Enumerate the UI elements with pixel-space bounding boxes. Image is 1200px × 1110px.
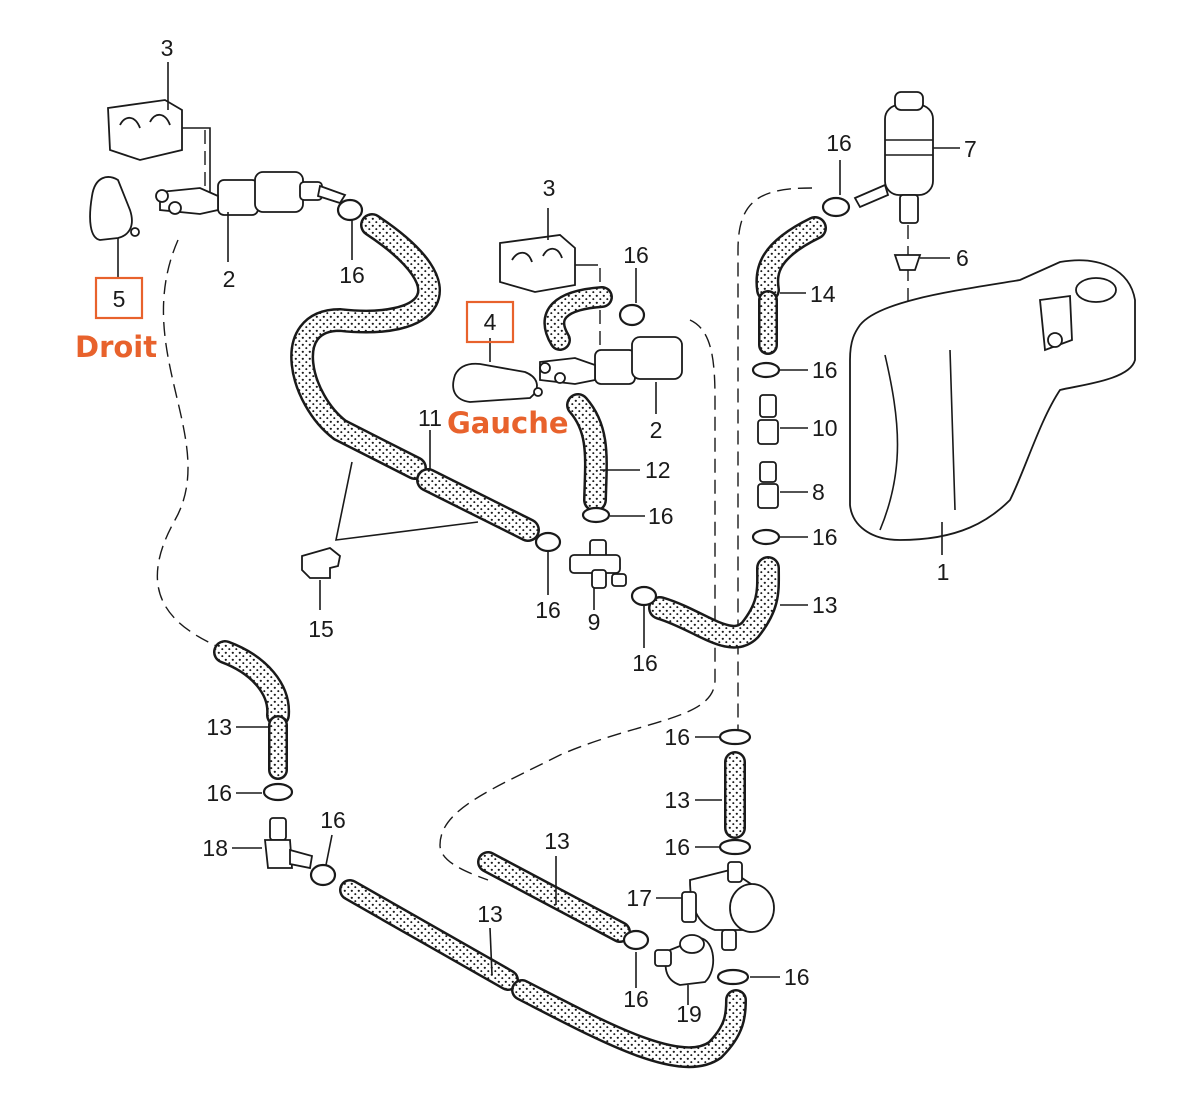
callout-16: 16 (535, 597, 561, 623)
nozzle-cap-5 (89, 176, 140, 241)
highlight-boxes (94, 276, 515, 344)
t-connector-9 (569, 539, 627, 589)
hose-clamp (718, 838, 752, 856)
hose-clamp (534, 531, 562, 553)
callout-6: 6 (956, 245, 969, 271)
washer-reservoir-1 (849, 259, 1136, 541)
hose-13-bottom-long (339, 879, 747, 1069)
label-droit: Droit (75, 330, 157, 364)
hose-clamp (718, 728, 752, 746)
callout-7: 7 (964, 136, 977, 162)
callout-1: 1 (937, 559, 950, 585)
hose-13-center-curve (648, 556, 781, 649)
callout-15: 15 (308, 616, 334, 642)
callout-13: 13 (664, 787, 690, 813)
callout-12: 12 (645, 457, 671, 483)
leader-lines (117, 62, 960, 1005)
callout-16: 16 (664, 834, 690, 860)
callout-13: 13 (477, 901, 503, 927)
hose-clamp (716, 968, 750, 986)
callout-16: 16 (812, 524, 838, 550)
callout-16: 16 (339, 262, 365, 288)
callout-16: 16 (826, 130, 852, 156)
callout-2: 2 (650, 417, 663, 443)
hose-clamp (622, 929, 650, 951)
callout-16: 16 (632, 650, 658, 676)
connector-10 (757, 394, 779, 445)
clip-15 (301, 547, 341, 579)
hose-12 (566, 393, 608, 512)
hose-clamp (309, 863, 337, 887)
callout-8: 8 (812, 479, 825, 505)
check-valve-17 (681, 861, 775, 951)
highlight-box-5 (94, 276, 144, 320)
hose-clamp (581, 506, 611, 524)
dashed-assembly-lines (156, 130, 909, 881)
hose-clamp (262, 782, 294, 802)
callout-16: 16 (664, 724, 690, 750)
callout-16: 16 (623, 242, 649, 268)
callout-14: 14 (810, 281, 836, 307)
hose-clamp (336, 198, 364, 222)
nozzle-cap-4 (452, 362, 543, 403)
callout-13: 13 (206, 714, 232, 740)
connector-8 (757, 461, 779, 509)
washer-pump-7 (853, 91, 934, 224)
hose-clamps (262, 196, 851, 986)
callout-17: 17 (626, 885, 652, 911)
callout-19: 19 (676, 1001, 702, 1027)
callout-9: 9 (588, 609, 601, 635)
callout-18: 18 (202, 835, 228, 861)
elbow-19 (654, 934, 714, 986)
hose-11-center (416, 468, 540, 542)
nozzle-assembly-2-left (539, 336, 683, 385)
hose-left-feed (543, 286, 613, 351)
callout-13: 13 (544, 828, 570, 854)
hose-upper-right-curve (290, 213, 441, 480)
callout-16: 16 (320, 807, 346, 833)
hose-clamp (821, 196, 851, 218)
hose-13-left-upper (213, 640, 291, 780)
callout-5: 5 (113, 286, 126, 312)
callout-numbers: 3 2 16 5 3 16 4 2 11 12 16 15 16 9 16 16… (113, 35, 977, 1027)
nozzle-assembly-2-right (155, 171, 347, 216)
bracket-3-right (107, 99, 211, 200)
label-gauche: Gauche (447, 406, 569, 440)
callout-3: 3 (543, 175, 556, 201)
bracket-3-left (499, 234, 598, 293)
hose-13-bottom-center (477, 851, 631, 943)
hose-14 (755, 216, 827, 355)
callout-16: 16 (784, 964, 810, 990)
elbow-18 (263, 817, 314, 870)
hose-clamp (630, 585, 658, 607)
callout-11: 11 (418, 405, 442, 431)
callout-10: 10 (812, 415, 838, 441)
callout-16: 16 (206, 780, 232, 806)
callout-2: 2 (223, 266, 236, 292)
highlight-box-4 (465, 300, 515, 344)
grommet-6 (893, 254, 922, 271)
callout-16: 16 (648, 503, 674, 529)
hose-clamp (751, 361, 781, 379)
callout-16: 16 (623, 986, 649, 1012)
callout-13: 13 (812, 592, 838, 618)
callout-4: 4 (484, 309, 497, 335)
hose-clamp (618, 303, 646, 327)
callout-3: 3 (161, 35, 174, 61)
hose-clamp (751, 528, 781, 546)
callout-16: 16 (812, 357, 838, 383)
